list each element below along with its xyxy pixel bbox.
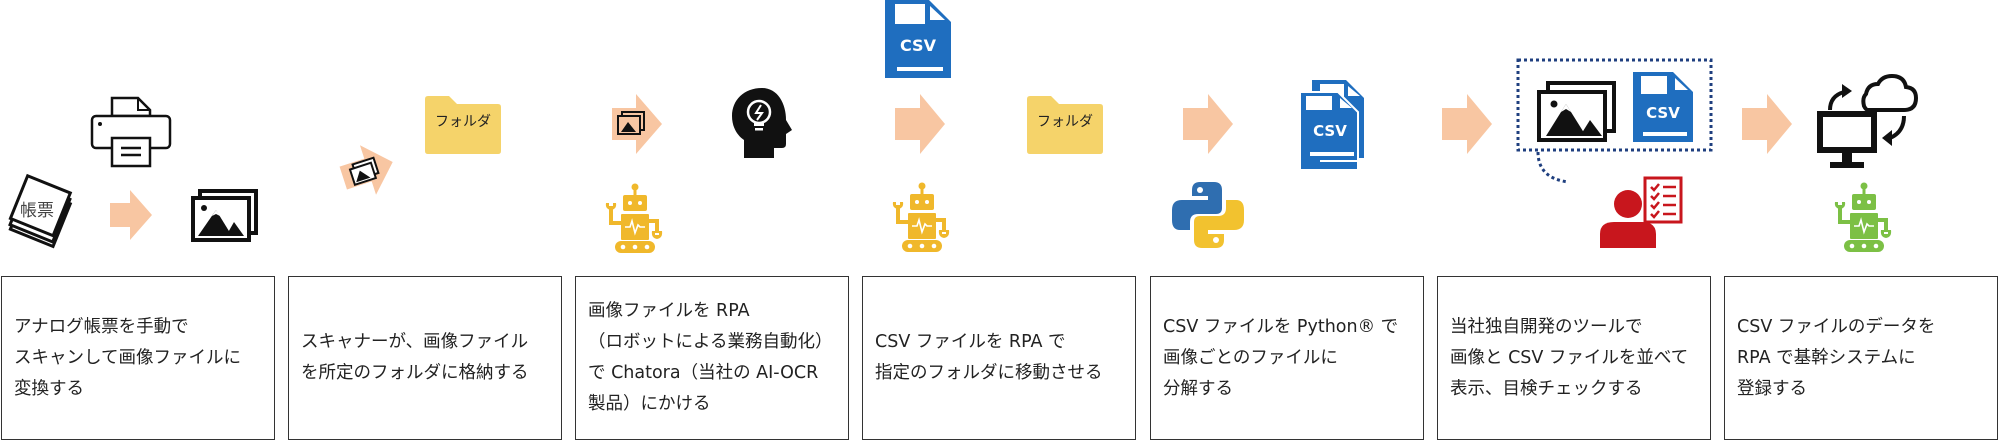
image-files-icon [1537,81,1616,142]
arrow-right-icon [110,190,152,240]
robot-icon [605,183,663,253]
step-box-3: 画像ファイルを RPA （ロボットによる業務自動化） で Chatora（当社の… [575,276,849,440]
step-box-1: アナログ帳票を手動で スキャンして画像ファイルに 変換する [1,276,275,440]
step-box-6: 当社独自開発のツールで 画像と CSV ファイルを並べて 表示、目検チェックする [1437,276,1711,440]
csv-file-icon: CSV [1633,72,1693,142]
folder-icon: フォルダ [1027,96,1103,154]
csv-label: CSV [1313,122,1347,140]
step-description: CSV ファイルのデータを RPA で基幹システムに 登録する [1737,316,1936,399]
step-box-4: CSV ファイルを RPA で 指定のフォルダに移動させる [862,276,1136,440]
arrow-with-image-icon [612,94,662,154]
step-box-2: スキャナーが、画像ファイル を所定のフォルダに格納する [288,276,562,440]
person-checklist-icon [1600,176,1683,248]
csv-label: CSV [900,36,937,55]
csv-files-stack-icon: CSV [1300,80,1368,170]
step-box-7: CSV ファイルのデータを RPA で基幹システムに 登録する [1724,276,1998,440]
step-box-5: CSV ファイルを Python® で 画像ごとのファイルに 分解する [1150,276,1424,440]
csv-file-icon: CSV [885,0,951,78]
folder-label: フォルダ [1037,114,1093,130]
ai-head-lightbulb-icon [732,88,792,158]
step-description: CSV ファイルを Python® で 画像ごとのファイルに 分解する [1163,316,1399,399]
arrow-with-image-icon [339,145,393,195]
step-description: 画像ファイルを RPA （ロボットによる業務自動化） で Chatora（当社の… [588,301,833,414]
python-logo-icon [1172,182,1244,248]
printer-scanner-icon [90,96,172,168]
paper-stack-label: 帳票 [20,201,54,221]
robot-icon [892,182,950,252]
folder-icon: フォルダ [425,96,501,154]
arrow-right-icon [1742,94,1792,154]
computer-cloud-sync-icon [1817,74,1919,168]
document-stack-icon [8,173,73,249]
arrow-right-icon [1183,94,1233,154]
csv-label: CSV [1646,104,1680,122]
step-description: スキャナーが、画像ファイル を所定のフォルダに格納する [301,332,529,383]
arrow-right-icon [895,94,945,154]
image-files-icon [191,189,258,242]
step-description: アナログ帳票を手動で スキャンして画像ファイルに 変換する [14,316,241,399]
folder-label: フォルダ [435,114,491,130]
robot-icon [1834,182,1892,252]
step-description: 当社独自開発のツールで 画像と CSV ファイルを並べて 表示、目検チェックする [1450,316,1689,399]
step-description: CSV ファイルを RPA で 指定のフォルダに移動させる [875,332,1103,383]
arrow-right-icon [1442,94,1492,154]
image-csv-comparison-panel [1516,58,1713,184]
